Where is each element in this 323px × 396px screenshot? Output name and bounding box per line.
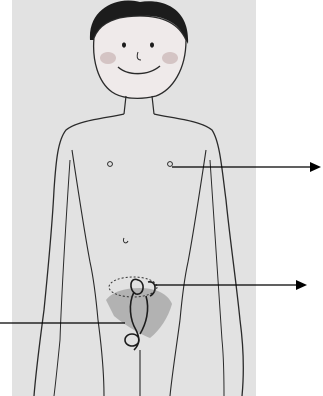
right-eye bbox=[150, 42, 154, 47]
left-eye bbox=[122, 42, 126, 47]
chest-pointer-arrowhead bbox=[310, 162, 321, 172]
reproductive-pointer-arrowhead bbox=[296, 280, 307, 290]
right-cheek bbox=[162, 52, 178, 64]
left-cheek bbox=[100, 52, 116, 64]
